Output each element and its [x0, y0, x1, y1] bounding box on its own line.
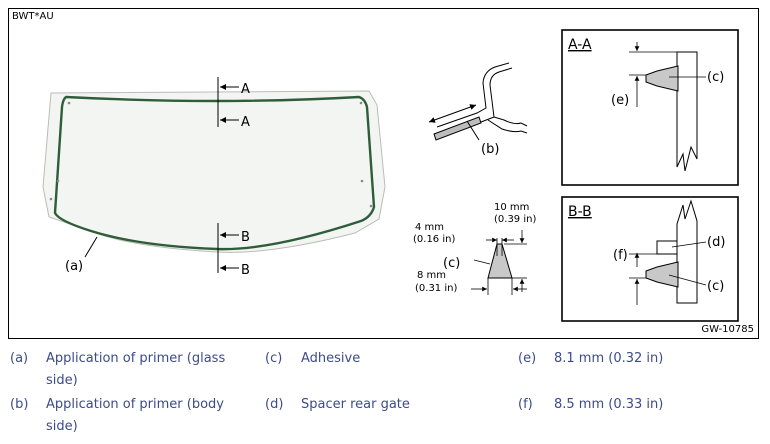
legend-key: (d) — [265, 397, 284, 412]
legend-item-c: (c) Adhesive — [265, 348, 501, 370]
dim-bottom-in: (0.31 in) — [415, 283, 457, 294]
legend-key: (a) — [10, 351, 29, 366]
dim-left-in: (0.16 in) — [413, 234, 455, 245]
marker-b-top: B — [241, 230, 250, 245]
section-a-label-e: (e) — [611, 93, 629, 108]
marker-a-bottom: A — [241, 115, 250, 130]
spacer-rear-gate — [656, 240, 678, 255]
section-a-label-c: (c) — [707, 70, 724, 85]
legend: (a) Application of primer (glass side) (… — [0, 344, 770, 444]
section-a-a-panel: A-A (c) (e) — [561, 29, 739, 186]
legend-text: Adhesive — [301, 351, 361, 366]
dim-top-in: (0.39 in) — [494, 214, 536, 225]
section-b-label-c: (c) — [707, 279, 724, 294]
diagram-canvas: A A B B (a) (b) — [42, 29, 739, 322]
legend-item-a: (a) Application of primer (glass side) — [10, 348, 246, 392]
legend-text: Application of primer (body side) — [46, 397, 225, 434]
legend-key: (c) — [265, 351, 283, 366]
label-a: (a) — [65, 259, 83, 274]
windshield-glass — [42, 90, 386, 253]
section-b-b-title: B-B — [568, 204, 592, 220]
figure-code: BWT*AU — [12, 11, 54, 22]
leader-a — [84, 236, 98, 258]
adhesive-profile-drawing — [471, 230, 527, 295]
label-c-profile: (c) — [443, 256, 460, 271]
primer-line-glass — [53, 95, 376, 251]
label-b: (b) — [481, 142, 499, 157]
legend-item-d: (d) Spacer rear gate — [265, 394, 501, 416]
legend-text: Spacer rear gate — [301, 397, 410, 412]
section-b-label-d: (d) — [707, 235, 725, 250]
body-flange-drawing — [428, 62, 528, 141]
legend-text: 8.5 mm (0.33 in) — [554, 397, 664, 412]
section-marker-b: B B — [217, 223, 250, 278]
legend-text: 8.1 mm (0.32 in) — [554, 351, 664, 366]
legend-text: Application of primer (glass side) — [46, 351, 226, 388]
figure-id: GW-10785 — [701, 324, 754, 335]
legend-key: (f) — [518, 397, 533, 412]
section-b-label-f: (f) — [613, 248, 628, 263]
legend-item-f: (f) 8.5 mm (0.33 in) — [518, 394, 754, 416]
dim-top-mm: 10 mm — [494, 202, 529, 213]
legend-key: (e) — [518, 351, 537, 366]
leader-b — [466, 120, 480, 141]
legend-item-b: (b) Application of primer (body side) — [10, 394, 246, 438]
section-b-b-panel: B-B (d) (c) (f) — [561, 196, 739, 322]
marker-a-top: A — [241, 82, 250, 97]
section-marker-a: A A — [217, 77, 250, 130]
legend-item-e: (e) 8.1 mm (0.32 in) — [518, 348, 754, 370]
legend-key: (b) — [10, 397, 29, 412]
section-a-a-title: A-A — [568, 37, 592, 53]
dim-left-mm: 4 mm — [415, 222, 444, 233]
marker-b-bottom: B — [241, 263, 250, 278]
diagram-frame: BWT*AU A A — [8, 8, 759, 339]
dim-bottom-mm: 8 mm — [417, 270, 446, 281]
